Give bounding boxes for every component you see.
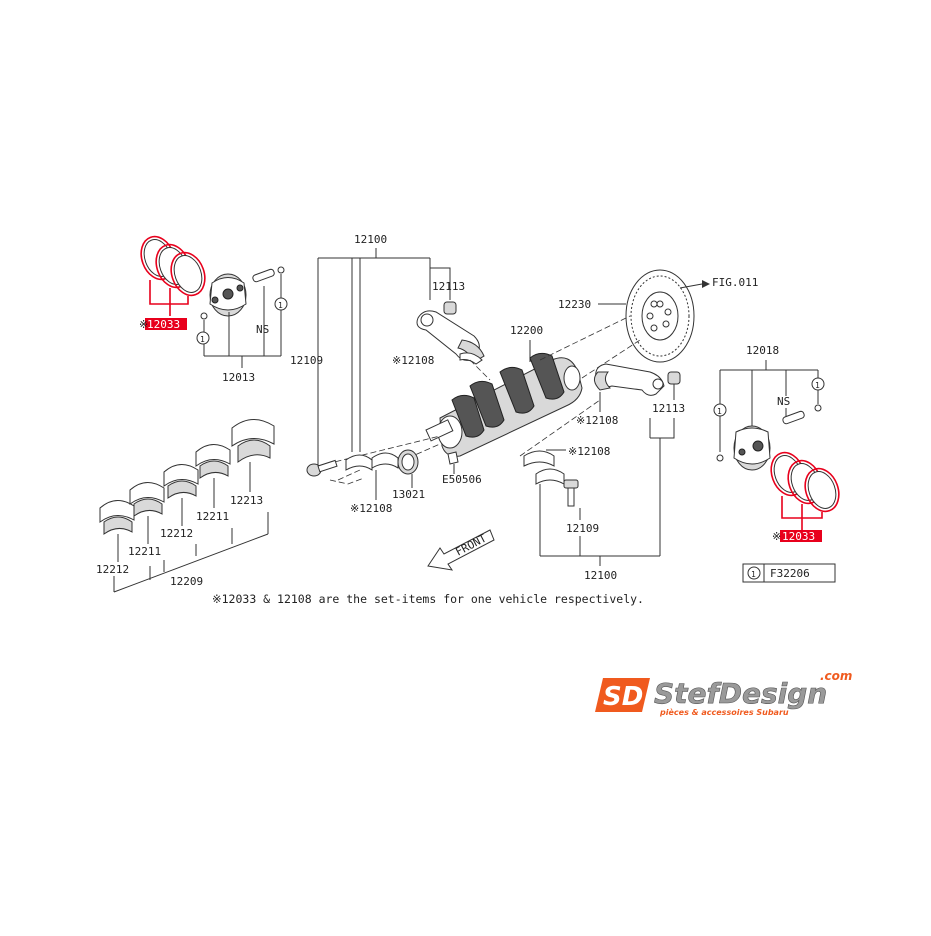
- woodruff-key[interactable]: [447, 451, 459, 465]
- p12212-b-label[interactable]: 12212: [96, 563, 129, 576]
- p12108-c-label[interactable]: ※12108: [576, 414, 618, 427]
- right-connecting-rod[interactable]: [594, 363, 665, 396]
- ns-right-label: NS: [777, 395, 790, 408]
- svg-text:1: 1: [200, 335, 205, 344]
- left-12033-highlight: [145, 318, 187, 330]
- svg-text:1: 1: [278, 301, 283, 310]
- p12213-label[interactable]: 12213: [230, 494, 263, 507]
- right-piston-pin[interactable]: [716, 404, 822, 462]
- svg-text:SD: SD: [603, 682, 643, 712]
- svg-text:1: 1: [717, 407, 722, 416]
- crankshaft[interactable]: [425, 352, 583, 457]
- e50506-label[interactable]: E50506: [442, 473, 482, 486]
- p12108-d-label[interactable]: ※12108: [568, 445, 610, 458]
- stefdesign-logo[interactable]: SD StefDesign .com pièces & accessoires …: [595, 669, 852, 717]
- p13021-label[interactable]: 13021: [392, 488, 425, 501]
- left-circle-ref-2: [196, 331, 210, 345]
- right-piston[interactable]: [733, 425, 771, 471]
- ns-left-label: NS: [256, 323, 269, 336]
- logo-mark-icon: [595, 678, 650, 712]
- p12108-b-label[interactable]: ※12108: [350, 502, 392, 515]
- p12113-top-label[interactable]: 12113: [432, 280, 465, 293]
- svg-text:1: 1: [751, 570, 756, 579]
- right-12033-asterisk: ※: [772, 530, 781, 543]
- top-rod-nut[interactable]: [443, 301, 457, 315]
- right-circle-ref-2: [713, 403, 727, 417]
- main-bearing-3[interactable]: [163, 464, 199, 499]
- left-12033-label[interactable]: 12033: [147, 318, 180, 331]
- set-items-note: ※12033 & 12108 are the set-items for one…: [212, 592, 644, 606]
- ref-code-label: F32206: [770, 567, 810, 580]
- p12211-a-label[interactable]: 12211: [196, 510, 229, 523]
- svg-text:FRONT: FRONT: [453, 531, 489, 558]
- left-circle-ref-1: [274, 297, 288, 311]
- p12200-label[interactable]: 12200: [510, 324, 543, 337]
- left-piston[interactable]: [209, 273, 247, 317]
- right-12033-highlight: [780, 530, 822, 542]
- reference-box: 1 F32206: [742, 563, 836, 583]
- right-piston-ring-set[interactable]: [765, 448, 844, 530]
- drive-plate[interactable]: [625, 269, 695, 363]
- p12109-right-label[interactable]: 12109: [566, 522, 599, 535]
- logo-wordmark: StefDesign: [654, 677, 827, 710]
- main-bearing-5[interactable]: [231, 419, 275, 463]
- p12100-top-label[interactable]: 12100: [354, 233, 387, 246]
- p12109-left-label[interactable]: 12109: [290, 354, 323, 367]
- svg-text:1: 1: [815, 381, 820, 390]
- p12211-b-label[interactable]: 12211: [128, 545, 161, 558]
- logo-tagline: pièces & accessoires Subaru: [659, 707, 789, 717]
- p12209-label[interactable]: 12209: [170, 575, 203, 588]
- left-piston-ring-set[interactable]: [135, 232, 210, 316]
- fig011-label[interactable]: FIG.011: [712, 276, 758, 289]
- right-rod-nut[interactable]: [667, 371, 681, 385]
- left-12033-asterisk: ※: [139, 318, 148, 331]
- left-rod-cap-bearing[interactable]: [329, 452, 399, 485]
- main-bearing-4[interactable]: [195, 444, 231, 479]
- p12018-label[interactable]: 12018: [746, 344, 779, 357]
- top-rod-bearing[interactable]: [459, 352, 483, 365]
- left-circlip[interactable]: [200, 266, 285, 320]
- right-12033-label[interactable]: 12033: [782, 530, 815, 543]
- right-circle-ref-1: [811, 377, 825, 391]
- main-bearing-2[interactable]: [129, 482, 165, 517]
- left-rod-bolt[interactable]: [306, 459, 338, 477]
- p12230-label[interactable]: 12230: [558, 298, 591, 311]
- p12108-a-label[interactable]: ※12108: [392, 354, 434, 367]
- logo-suffix: .com: [820, 669, 852, 683]
- front-direction-arrow: FRONT: [427, 529, 495, 571]
- fig011-arrow-icon: [702, 280, 710, 288]
- p12113-right-label[interactable]: 12113: [652, 402, 685, 415]
- right-rod-cap-bearing[interactable]: [523, 450, 565, 485]
- timing-sprocket-13021[interactable]: [397, 449, 419, 475]
- p12013-label[interactable]: 12013: [222, 371, 255, 384]
- p12212-a-label[interactable]: 12212: [160, 527, 193, 540]
- main-bearing-1[interactable]: [99, 500, 135, 535]
- p12100-bottom-label[interactable]: 12100: [584, 569, 617, 582]
- right-rod-bolt[interactable]: [563, 479, 579, 507]
- left-piston-pin[interactable]: [252, 268, 275, 283]
